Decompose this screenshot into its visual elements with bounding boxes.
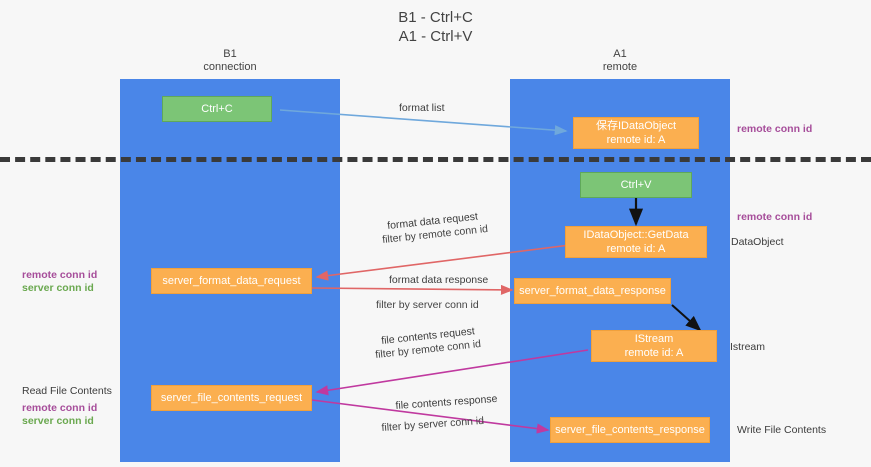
box-server-file-contents-request-label: server_file_contents_request	[160, 392, 303, 404]
filter-prefix: filter by	[374, 345, 413, 362]
box-save-idataobject[interactable]: 保存IDataObject remote id: A	[573, 117, 699, 149]
right-annotation-istream: Istream	[730, 341, 766, 353]
box-server-format-data-request-label: server_format_data_request	[162, 275, 301, 287]
edge-label-format-list: format list	[399, 102, 445, 114]
left-annotation-remote-conn-id-2: remote conn id	[22, 402, 98, 414]
box-istream[interactable]: IStream remote id: A	[591, 330, 717, 362]
filter-prefix: filter by	[381, 230, 420, 247]
box-server-format-data-response[interactable]: server_format_data_response	[514, 278, 671, 304]
edge-label-format-data-response: format data response	[389, 274, 489, 286]
box-ctrl-c[interactable]: Ctrl+C	[162, 96, 272, 122]
diagram-title: B1 - Ctrl+C A1 - Ctrl+V	[398, 9, 473, 45]
filter-prefix: filter by	[376, 299, 413, 311]
filter-prefix: filter by	[381, 419, 419, 435]
right-annotation-remote-conn-id-top: remote conn id	[737, 123, 813, 135]
phase-divider	[0, 157, 871, 162]
column-header-b1: B1 connection	[203, 48, 257, 73]
box-ctrl-v-label: Ctrl+V	[620, 179, 652, 191]
right-annotation-remote-conn-id-mid: remote conn id	[737, 211, 813, 223]
column-header-a1: A1 remote	[602, 48, 638, 73]
arrow-format-data-response	[311, 284, 514, 296]
right-annotation-dataobject: DataObject	[731, 236, 784, 248]
box-idataobject-getdata[interactable]: IDataObject::GetData remote id: A	[565, 226, 707, 258]
left-annotation-read-file-contents: Read File Contents	[22, 385, 112, 397]
box-save-idataobject-label: 保存IDataObject	[595, 120, 677, 132]
box-ctrl-c-label: Ctrl+C	[201, 103, 233, 115]
box-save-idataobject-sub: remote id: A	[606, 134, 666, 146]
box-istream-sub: remote id: A	[624, 347, 684, 359]
box-istream-label: IStream	[634, 333, 674, 345]
right-annotation-write-file-contents: Write File Contents	[737, 424, 827, 436]
box-idataobject-getdata-label: IDataObject::GetData	[583, 229, 689, 241]
edge-label-format-data-response-filter: filter by server conn id	[376, 299, 479, 312]
edge-label-file-contents-response-filter: filter by server conn id	[381, 415, 484, 435]
edge-label-file-contents-response: file contents response	[395, 392, 498, 413]
filter-value-server-conn-id: server conn id	[412, 299, 479, 311]
left-annotation-server-conn-id: server conn id	[22, 282, 94, 294]
box-server-format-data-request[interactable]: server_format_data_request	[151, 268, 312, 294]
box-ctrl-v[interactable]: Ctrl+V	[580, 172, 692, 198]
box-server-file-contents-response-label: server_file_contents_response	[555, 424, 705, 436]
box-server-file-contents-request[interactable]: server_file_contents_request	[151, 385, 312, 411]
filter-value-server-conn-id: server conn id	[417, 414, 485, 432]
left-annotation-server-conn-id-2: server conn id	[22, 415, 94, 427]
box-idataobject-getdata-sub: remote id: A	[606, 243, 666, 255]
left-annotation-remote-conn-id: remote conn id	[22, 269, 98, 281]
box-server-file-contents-response[interactable]: server_file_contents_response	[550, 417, 710, 443]
box-server-format-data-response-label: server_format_data_response	[519, 285, 666, 297]
